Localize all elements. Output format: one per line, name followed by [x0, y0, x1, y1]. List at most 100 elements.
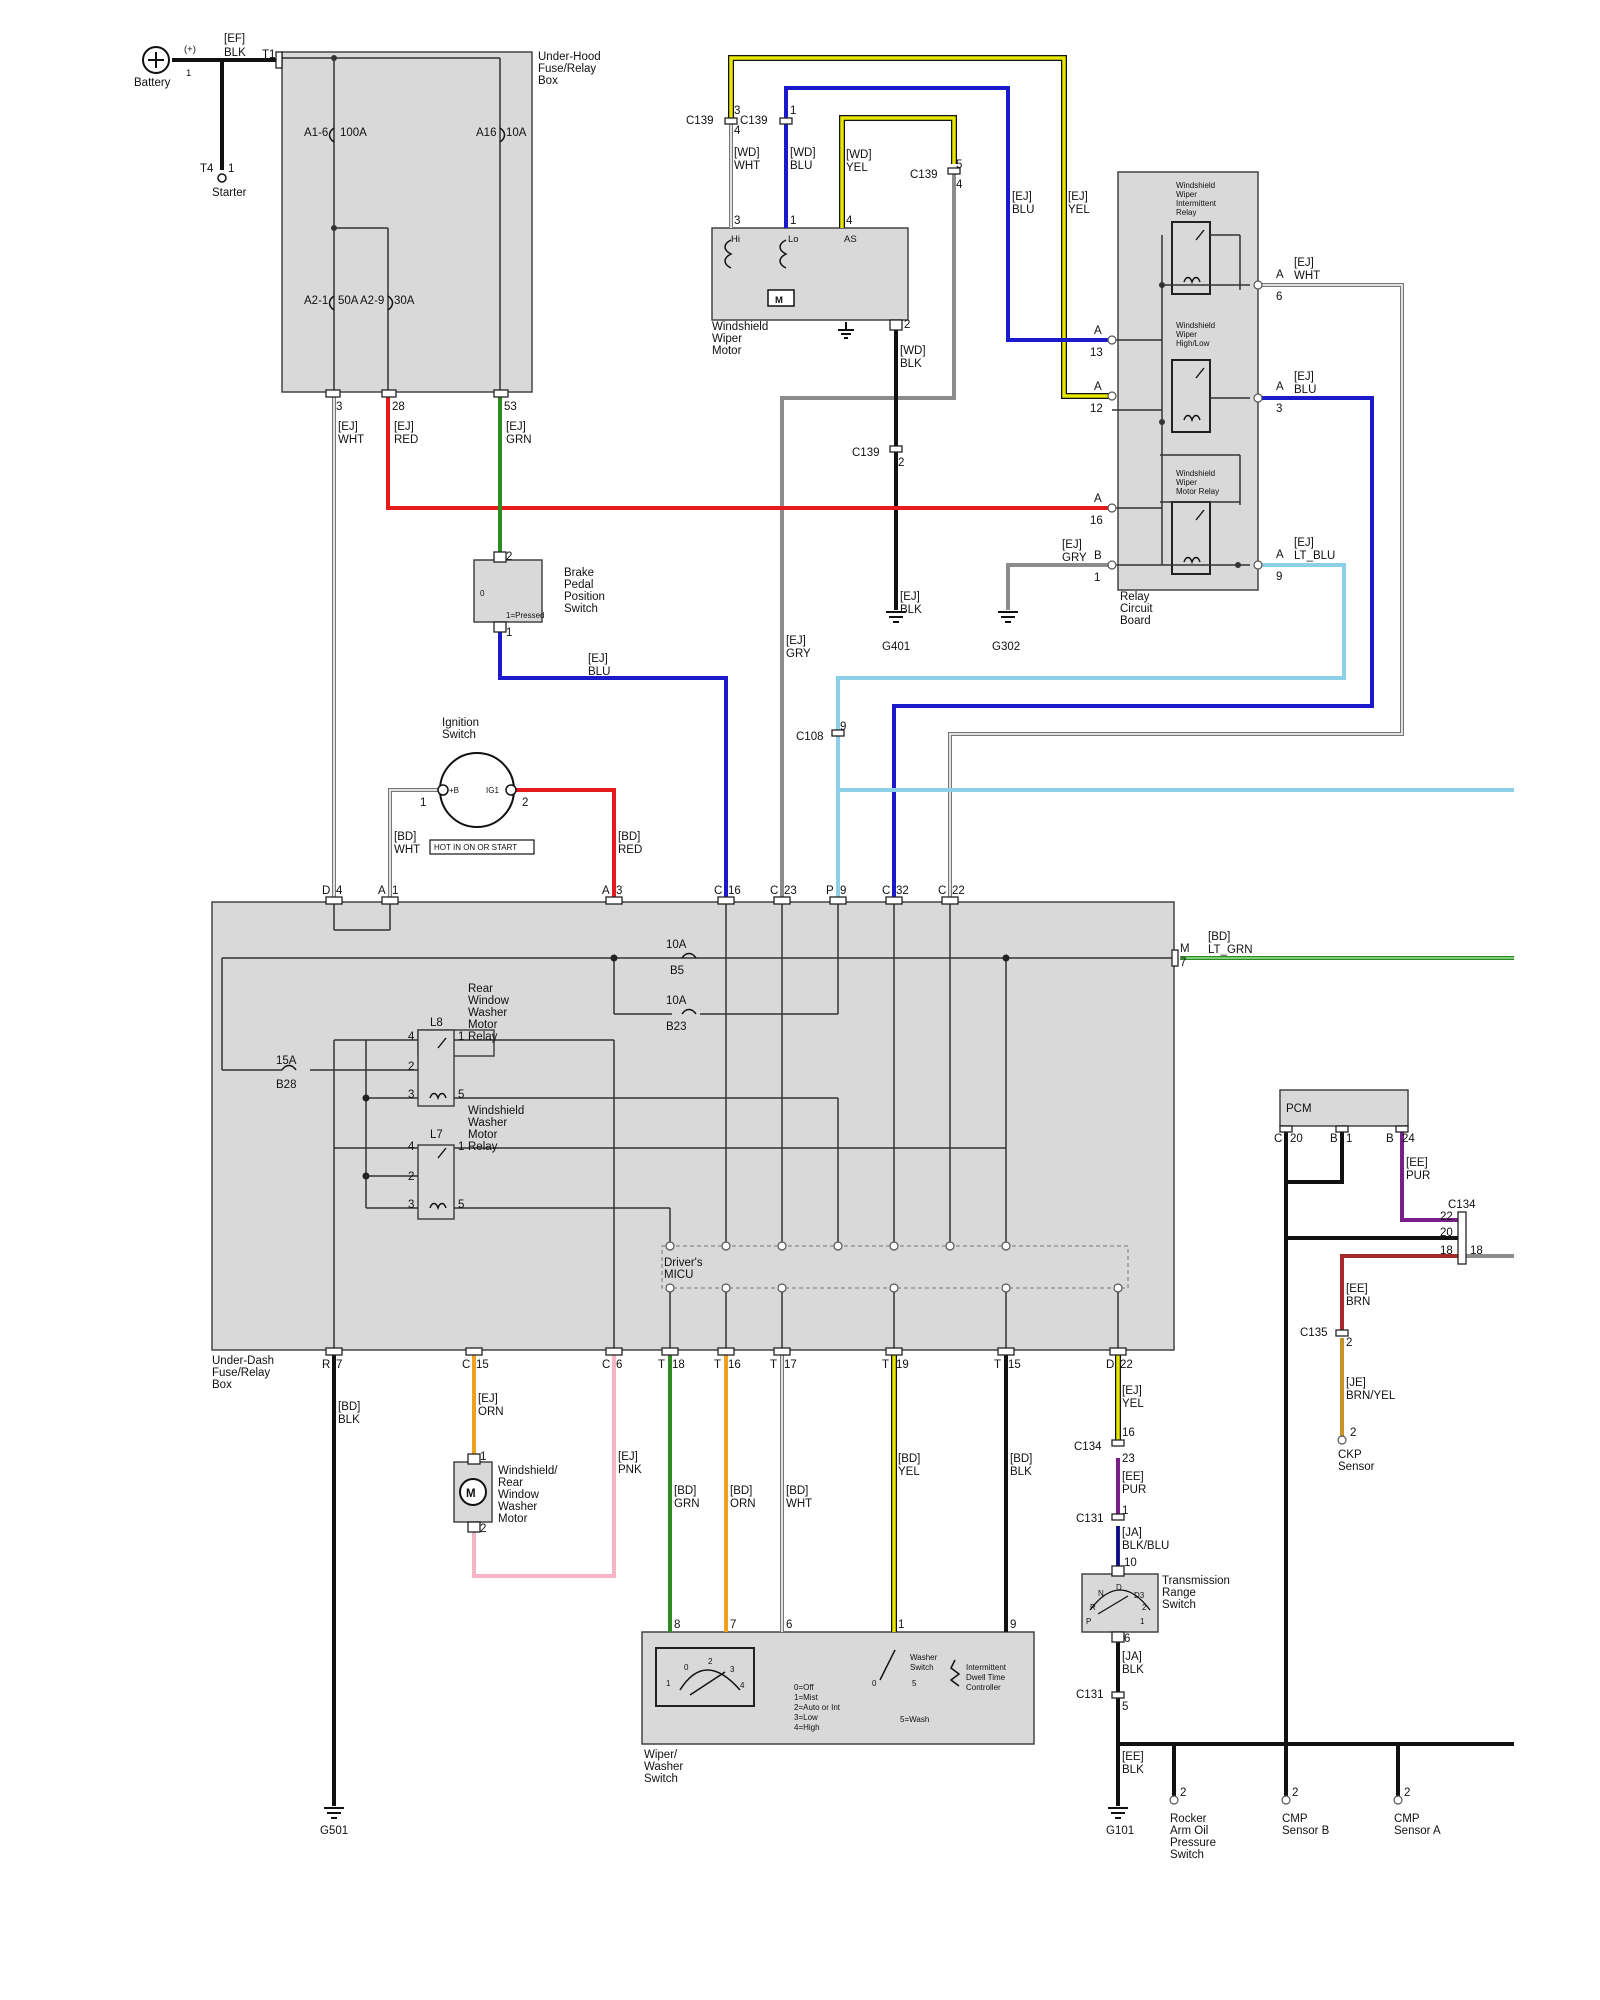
pcm-pin-24: 24: [1402, 1133, 1415, 1145]
wire-bd-ltgrn-code: [BD]: [1208, 931, 1230, 943]
wire-wd-wht-code: [WD]: [734, 147, 760, 159]
wire-ej-wht-code: [EJ]: [338, 421, 358, 433]
l8-title-4: Motor: [468, 1019, 498, 1031]
wire-ee-pur-pcm-code: [EE]: [1406, 1157, 1428, 1169]
wire-ej-blu-code: [EJ]: [588, 653, 608, 665]
relay-l8-body: [417, 1029, 455, 1107]
fuse-b5-id: B5: [670, 965, 684, 977]
relay-board-title-1: Relay: [1120, 591, 1150, 603]
cmpa-title-1: CMP: [1394, 1813, 1420, 1825]
wire-bd-orn-color: ORN: [730, 1498, 756, 1510]
pcm-pin-c: C: [1274, 1133, 1282, 1145]
wire-ej-gry-code: [EJ]: [786, 635, 806, 647]
wiper-switch-selector-box: [655, 1647, 755, 1707]
wire-ej-red-code: [EJ]: [394, 421, 414, 433]
c139-pin-4b: 4: [956, 179, 963, 191]
wire-ja-blkblu-code: [JA]: [1122, 1527, 1142, 1539]
c139-label-b: C139: [740, 115, 768, 127]
ignition-title-1: Ignition: [442, 717, 479, 729]
relay3-title-3: Motor Relay: [1176, 487, 1219, 496]
starter-pin: 1: [228, 163, 234, 175]
top-pin-d: D: [322, 885, 330, 897]
relay-board-title-3: Board: [1120, 615, 1151, 627]
switch-pos-1: 1: [666, 1679, 671, 1688]
pcm-pin-b24-c: B: [1386, 1133, 1394, 1145]
c134-pin-22: 22: [1440, 1211, 1453, 1223]
brake-title-2: Pedal: [564, 579, 593, 591]
ground-g401: G401: [882, 641, 910, 653]
wire-ej-ltblu-color: LT_BLU: [1294, 550, 1335, 562]
fuse-a1-6-id: A1-6: [304, 127, 328, 139]
switch-pin-1: 1: [898, 1619, 904, 1631]
l8-pin-5: 5: [458, 1089, 464, 1101]
trs-pos-1: 1: [1140, 1617, 1145, 1626]
wire-ej-blk-code: [EJ]: [900, 591, 920, 603]
fuse-b23-rating: 10A: [666, 995, 687, 1007]
l8-title-2: Window: [468, 995, 510, 1007]
top-pin-p9-c: P: [826, 885, 834, 897]
relay-pin-12: 12: [1090, 403, 1103, 415]
top-pin-c16-p: 16: [728, 885, 741, 897]
brake-title-3: Position: [564, 591, 605, 603]
relay-board-title-2: Circuit: [1120, 603, 1153, 615]
wire-ej-grn-color: GRN: [506, 434, 532, 446]
motor-title-1: Windshield: [712, 321, 768, 333]
relay-conn-b: B: [1094, 550, 1102, 562]
motor-title-3: Motor: [712, 345, 742, 357]
brake-pin-2: 2: [506, 551, 512, 563]
trs-pos-d3: D3: [1134, 1591, 1145, 1600]
top-pin-p9-p: 9: [840, 885, 846, 897]
underdash-fuse-box: [211, 901, 1175, 1351]
wire-ej-gry-color: GRY: [786, 648, 811, 660]
wire-ej-gry-relay-color: GRY: [1062, 552, 1087, 564]
wire-ej-yel-color: YEL: [1068, 204, 1090, 216]
ignition-switch-symbol: [429, 752, 535, 855]
relay1-title-2: Wiper: [1176, 190, 1197, 199]
l7-pin-2: 2: [408, 1171, 414, 1183]
wire-ej-wht-color: WHT: [338, 434, 364, 446]
switch-legend-2: 1=Mist: [794, 1693, 819, 1702]
micu-pins: [665, 280, 1403, 1805]
l7-title-4: Relay: [468, 1141, 498, 1153]
relay1-title-3: Intermittent: [1176, 199, 1217, 208]
right-pin-7: 7: [1180, 957, 1186, 969]
wire-je-brnyel-color: BRN/YEL: [1346, 1390, 1396, 1402]
c139-label-d: C139: [852, 447, 880, 459]
c134-pin-23: 23: [1122, 1453, 1135, 1465]
wire-ee-pur-code: [EE]: [1122, 1471, 1144, 1483]
l7-title-3: Motor: [468, 1129, 498, 1141]
wire-bd-red-color: RED: [618, 844, 642, 856]
l8-pin-2: 2: [408, 1061, 414, 1073]
rocker-pin: 2: [1180, 1787, 1186, 1799]
wire-ej-pnk-color: PNK: [618, 1464, 642, 1476]
relay-pin-1: 1: [1094, 572, 1100, 584]
top-pin-a1-p: 1: [392, 885, 398, 897]
wire-wd-blu-color: BLU: [790, 160, 812, 172]
wire-bd-red-code: [BD]: [618, 831, 640, 843]
wiper-switch-title-3: Switch: [644, 1773, 678, 1785]
l8-id: L8: [430, 1017, 443, 1029]
switch-pin-6: 6: [786, 1619, 792, 1631]
wiper-switch-title-2: Washer: [644, 1761, 683, 1773]
relay-conn-a-12: A: [1094, 381, 1102, 393]
switch-legend-1: 0=Off: [794, 1683, 814, 1692]
svg-text:22: 22: [1120, 1359, 1133, 1371]
wire-ej-blu-relay-code: [EJ]: [1294, 371, 1314, 383]
c134-label-b: C134: [1448, 1199, 1476, 1211]
trs-selector-symbol: [1089, 1589, 1151, 1615]
c131-pin-10: 10: [1124, 1557, 1137, 1569]
wiper-switch-housing: [641, 1631, 1035, 1745]
rocker-title-2: Arm Oil: [1170, 1825, 1208, 1837]
switch-pos-4: 4: [740, 1681, 745, 1690]
l7-title-2: Washer: [468, 1117, 507, 1129]
wire-ee-brn-color: BRN: [1346, 1296, 1370, 1308]
ground-g501: G501: [320, 1825, 348, 1837]
brake-state-0: 0: [480, 589, 485, 598]
relay1-title-4: Relay: [1176, 208, 1196, 217]
c108-pin: 9: [840, 721, 846, 733]
wire-ej-wht-relay-color: WHT: [1294, 270, 1320, 282]
l7-pin-5: 5: [458, 1199, 464, 1211]
washer-motor-symbol: M: [459, 1478, 487, 1506]
cmpb-pin: 2: [1292, 1787, 1298, 1799]
relay-pin-16: 16: [1090, 515, 1103, 527]
